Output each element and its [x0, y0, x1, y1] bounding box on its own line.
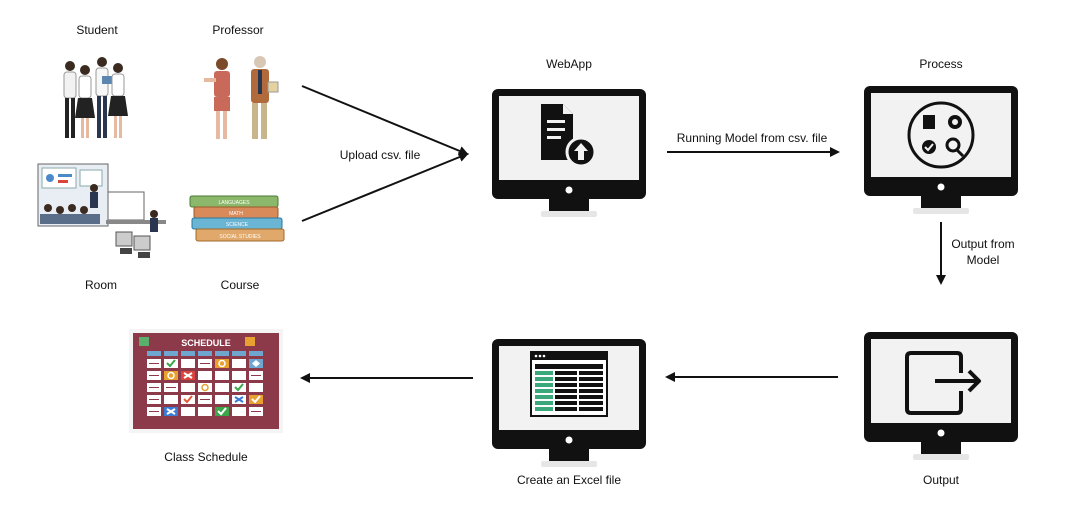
book-label-languages: LANGUAGES — [218, 200, 250, 206]
webapp-label: WebApp — [546, 57, 592, 71]
class-schedule-board: SCHEDULE — [129, 329, 283, 433]
upload-arrow-upper — [301, 85, 469, 156]
output-label: Output — [922, 473, 960, 487]
schedule-title: SCHEDULE — [181, 338, 231, 348]
room-label: Room — [84, 278, 118, 292]
student-icon — [63, 57, 128, 138]
upload-arrow-lower — [301, 152, 469, 222]
class-schedule-label: Class Schedule — [164, 450, 248, 464]
professor-icon — [204, 56, 279, 139]
exit-arrow-icon — [905, 351, 981, 415]
webapp-monitor — [492, 89, 646, 217]
output-monitor — [864, 332, 1018, 460]
upload-document-icon — [541, 104, 597, 168]
excel-monitor — [492, 339, 646, 467]
room-icon — [37, 163, 166, 258]
course-label: Course — [220, 278, 260, 292]
student-label: Student — [76, 23, 118, 37]
process-monitor — [864, 86, 1018, 214]
create-excel-label: Create an Excel file — [516, 473, 622, 487]
book-label-science: SCIENCE — [226, 222, 249, 228]
professor-label: Professor — [212, 23, 264, 37]
book-label-math: MATH — [229, 211, 243, 217]
upload-csv-edge-label: Upload csv. file — [339, 148, 421, 162]
course-books-icon: LANGUAGES MATH SCIENCE SOCIAL STUDIES — [189, 195, 285, 242]
running-model-edge-label: Running Model from csv. file — [676, 131, 828, 145]
spreadsheet-icon — [530, 351, 608, 417]
process-cycle-icon — [907, 101, 975, 169]
output-from-model-edge-label: Output from Model — [951, 237, 1015, 267]
book-label-social-studies: SOCIAL STUDIES — [219, 234, 261, 240]
process-label: Process — [919, 57, 963, 71]
